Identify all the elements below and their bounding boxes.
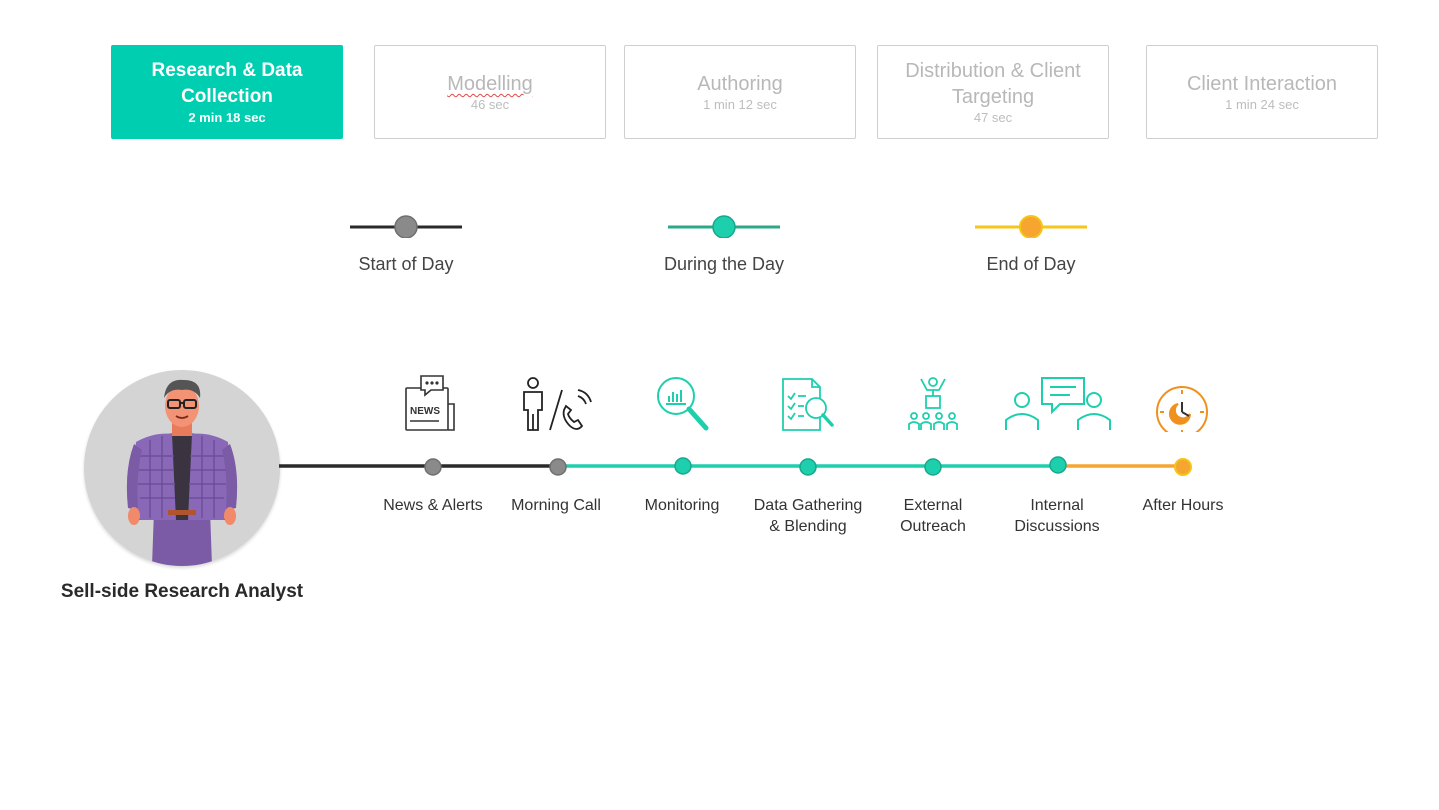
timeline-dot-external-outreach[interactable] [924,458,942,476]
step-label-news-alerts: News & Alerts [383,497,483,514]
timeline-dot-data-gathering[interactable] [799,458,817,476]
timeline-dot-news-alerts[interactable] [424,458,442,476]
timeline-dot-morning-call[interactable] [549,458,567,476]
analyst-illustration [126,379,238,566]
tab-title: Research & Data Collection [151,60,303,107]
legend-label: End of Day [986,254,1076,274]
tab-authoring[interactable]: Authoring 1 min 12 sec [624,45,856,139]
step-label-morning-call: Morning Call [511,497,601,514]
step-label-data-gathering: Data Gathering & Blending [753,497,863,535]
phone-call-icon [520,374,594,437]
svg-text:NEWS: NEWS [410,406,440,417]
tab-client-interaction[interactable]: Client Interaction 1 min 24 sec [1146,45,1378,139]
persona-label: Sell-side Research Analyst [60,581,304,602]
timeline-dot-after-hours[interactable] [1174,458,1192,476]
legend-start-marker [350,215,462,238]
tab-time: 1 min 12 sec [703,97,777,112]
magnifier-chart-icon [654,374,712,437]
step-label-external-outreach: External Outreach [900,497,966,535]
legend-end-of-day: End of Day [931,208,1131,275]
clock-icon [1154,374,1210,438]
tab-title: Authoring [697,73,783,95]
tab-research-data-collection[interactable]: Research & Data Collection 2 min 18 sec [111,45,343,139]
analyst-avatar [84,370,280,566]
tab-time: 1 min 24 sec [1225,97,1299,112]
tab-title: Modelling [447,73,533,95]
legend-end-marker [975,215,1087,238]
tab-title: Client Interaction [1186,73,1338,95]
presenter-audience-icon [906,374,962,437]
step-label-after-hours: After Hours [1142,497,1224,514]
timeline-dot-internal-discussions[interactable] [1049,456,1067,474]
tab-time: 47 sec [973,110,1013,125]
legend-during-the-day: During the Day [624,208,824,275]
legend-label: During the Day [663,254,785,274]
tab-modelling[interactable]: Modelling 46 sec [374,45,606,139]
tab-time: 46 sec [470,97,510,112]
step-label-internal-discussions: Internal Discussions [1014,497,1100,535]
legend-during-marker [668,215,780,238]
newspaper-icon: NEWS [403,374,459,437]
discussion-icon [1002,374,1116,437]
tab-time: 2 min 18 sec [188,110,266,125]
tab-distribution-client-targeting[interactable]: Distribution & Client Targeting 47 sec [877,45,1109,139]
checklist-search-icon [780,374,836,437]
legend-start-of-day: Start of Day [306,208,506,275]
step-label-monitoring: Monitoring [644,497,720,514]
tab-title: Distribution & Client Targeting [905,60,1081,108]
timeline-dot-monitoring[interactable] [674,457,692,475]
legend-label: Start of Day [358,254,454,274]
